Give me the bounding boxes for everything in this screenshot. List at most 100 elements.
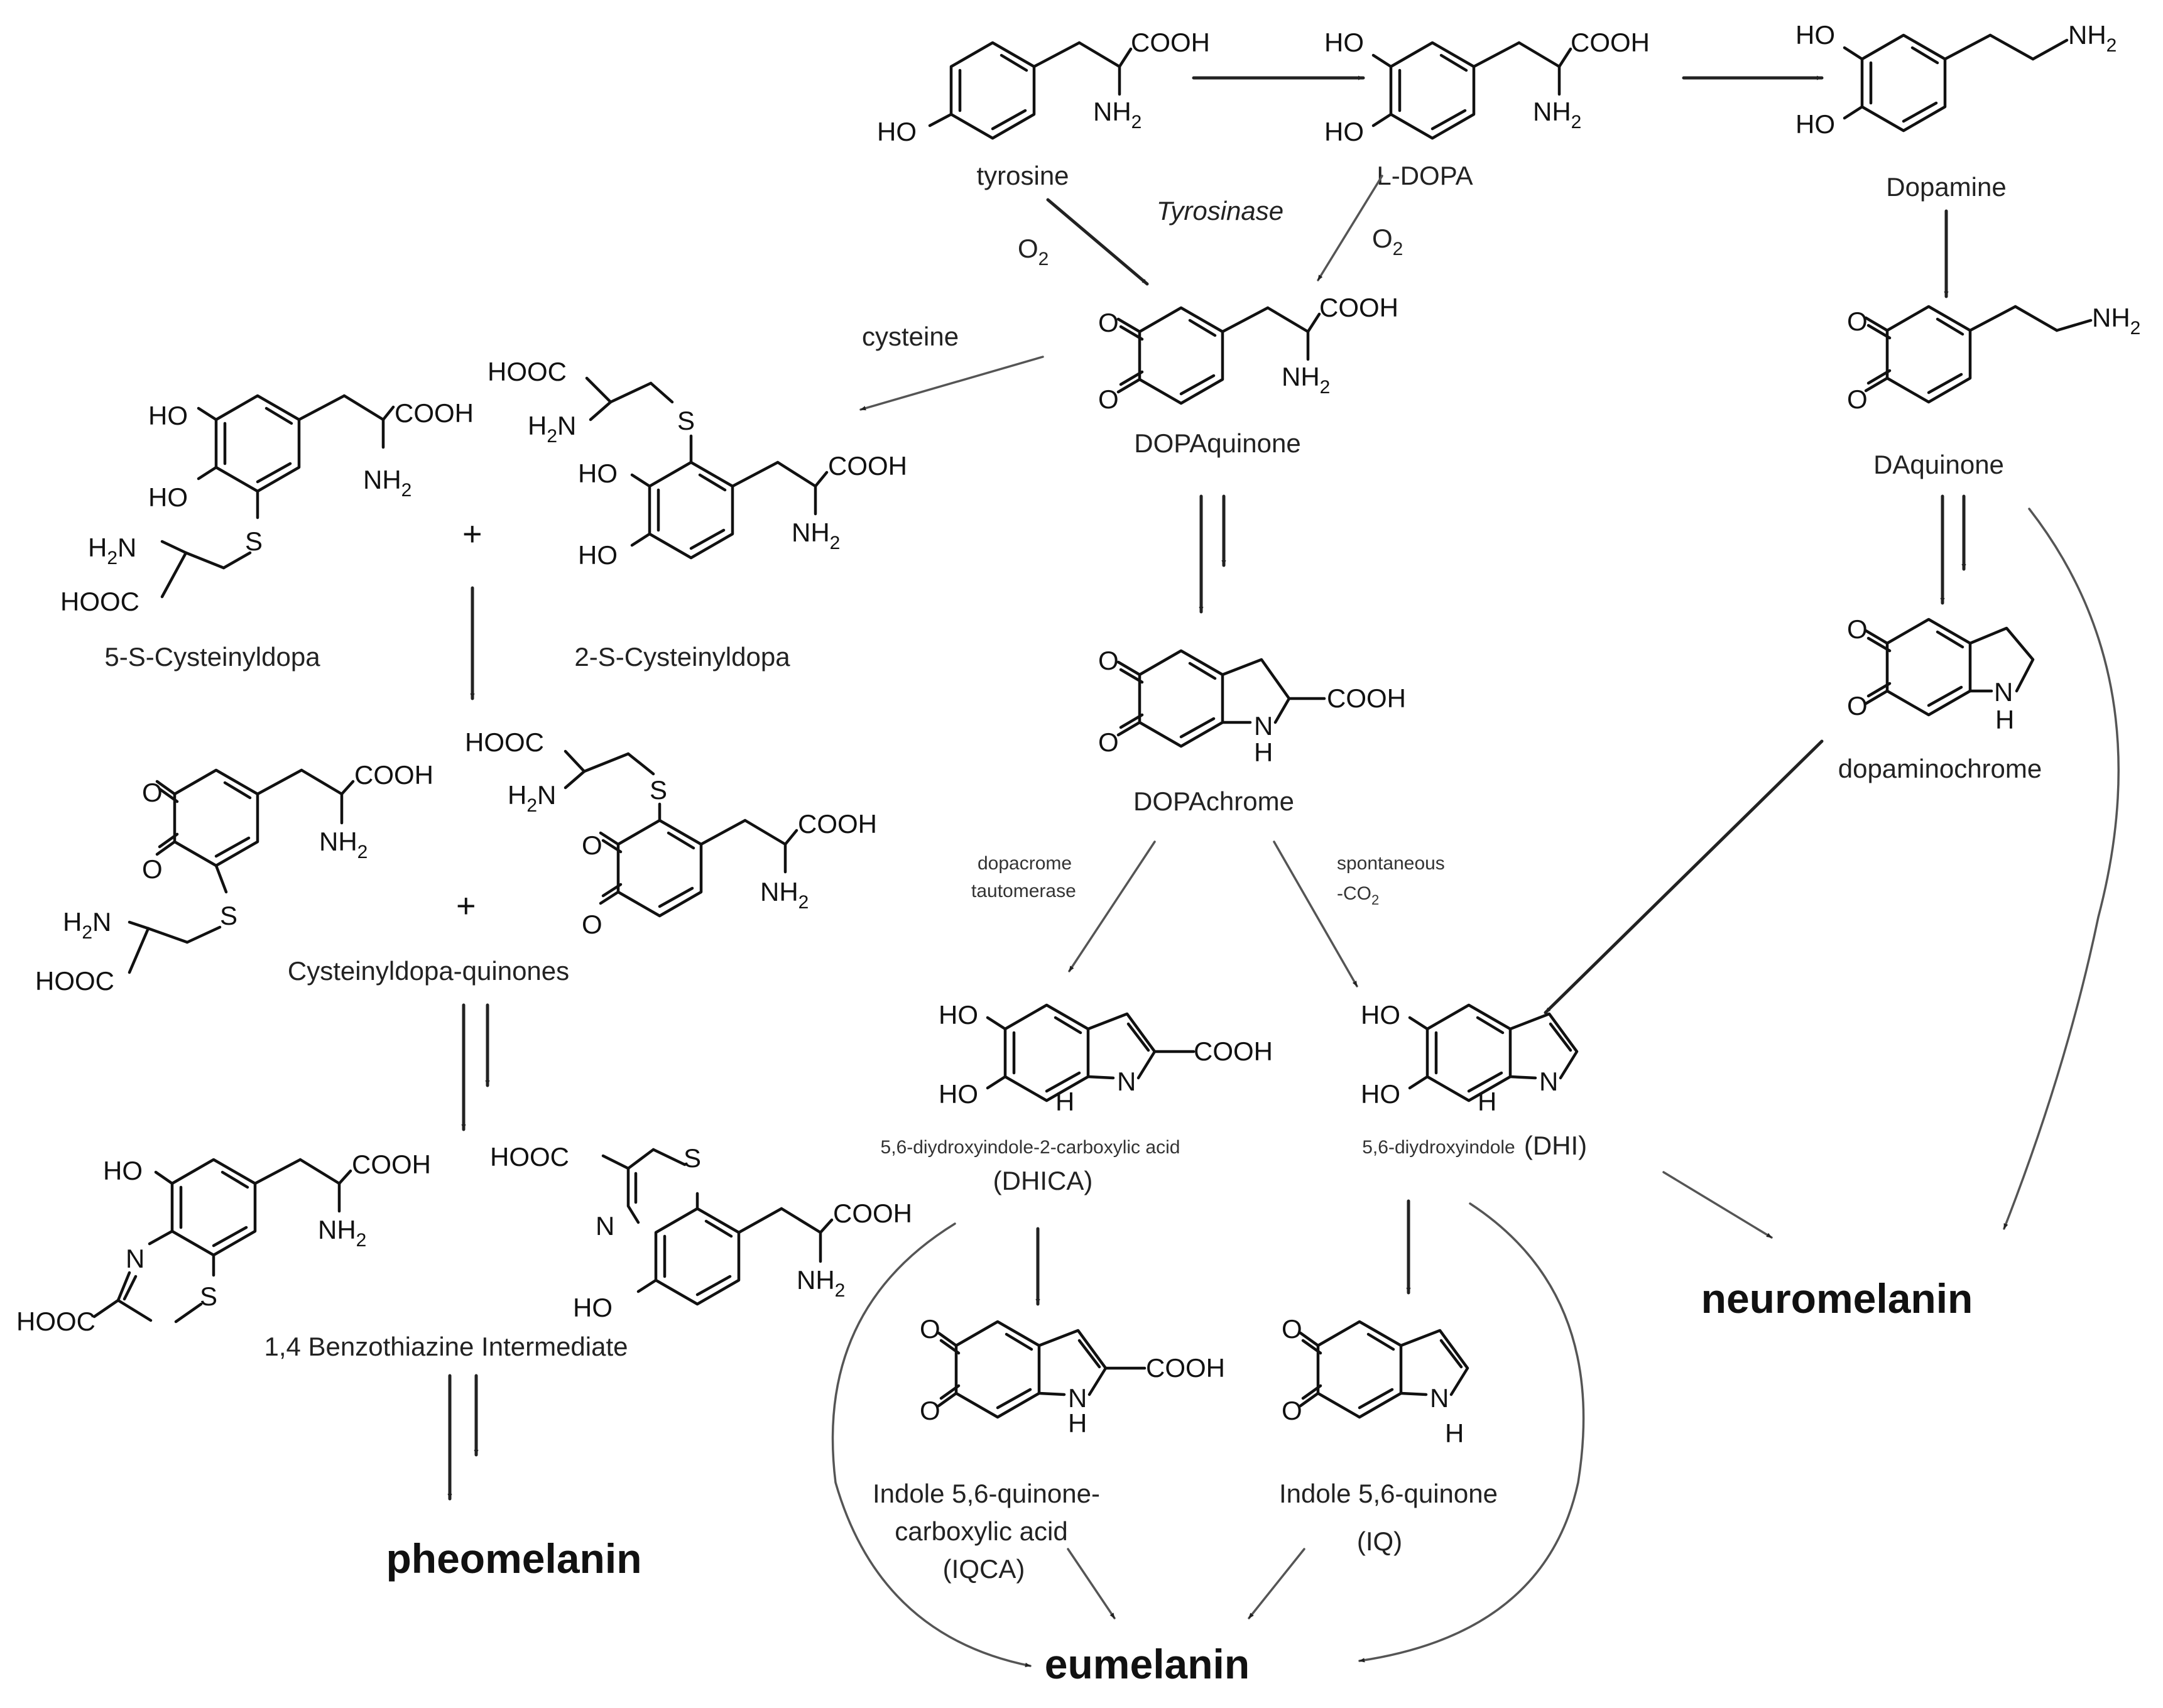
dopaquinone-cooh: COOH [1319,293,1398,322]
cys5-s: S [245,526,263,556]
benzothiazine-2-ho: HO [573,1293,613,1322]
iqca-label-1: Indole 5,6-quinone- [873,1479,1100,1508]
dopaminochrome-label: dopaminochrome [1838,754,2042,783]
cysquinone-5-cooh: COOH [354,760,433,790]
o2-label-right: O2 [1372,224,1403,259]
dhi-label-1: 5,6-diydroxyindole [1362,1137,1515,1158]
cysquinone-2-hooc: HOOC [465,727,544,757]
o2-label-left: O2 [1018,234,1049,269]
iqca-h: H [1068,1408,1087,1438]
cys2-hooc: HOOC [488,357,567,386]
dopachrome-structure: O O COOH N H [1098,646,1406,767]
cysquinone-5-s: S [220,901,237,930]
ldopa-ho-bottom: HO [1324,117,1364,146]
cysquinone-2-structure: O O COOH NH2 S HOOC H2N [465,727,877,939]
cys5-label: 5-S-Cysteinyldopa [104,642,320,672]
iqca-o-top: O [920,1314,940,1344]
iq-h: H [1445,1418,1464,1448]
cysquinone-5-o-bottom: O [142,854,163,884]
cys2-cooh: COOH [828,451,907,481]
dopaquinone-label: DOPAquinone [1134,428,1300,458]
reaction-arrows [447,75,2120,1667]
iq-n: N [1430,1383,1449,1413]
benzothiazine-1-n: N [126,1244,144,1273]
dhica-h: H [1055,1087,1074,1116]
ldopa-structure: COOH NH2 HO HO [1324,28,1650,146]
dopamine-ho-top: HO [1795,20,1835,50]
dopachrome-n: N [1254,711,1273,741]
iq-o-bottom: O [1282,1396,1302,1425]
dopamine-label: Dopamine [1886,172,2006,202]
iqca-label-2: carboxylic acid [895,1516,1067,1546]
pheomelanin-label: pheomelanin [386,1535,641,1582]
iqca-n: N [1068,1383,1087,1413]
dopaminochrome-o-top: O [1847,614,1868,644]
ldopa-cooh: COOH [1571,28,1650,57]
cysquinone-2-s: S [650,775,667,805]
tyrosine-cooh: COOH [1131,28,1210,57]
iqca-o-bottom: O [920,1396,940,1425]
benzothiazine-2-s: S [684,1143,701,1173]
iq-o-top: O [1282,1314,1302,1344]
dopaquinone-o-top: O [1098,308,1119,337]
cys5-hooc: HOOC [60,587,139,616]
dhi-h: H [1478,1087,1496,1116]
cys5-cooh: COOH [395,398,474,428]
tautomerase-label-2: tautomerase [971,881,1076,901]
dhi-label-2: (DHI) [1524,1131,1587,1160]
dopamine-nh2: NH2 [2068,20,2117,56]
dopaquinone-structure: O O COOH NH2 [1098,293,1398,414]
benzothiazine-1-hooc: HOOC [16,1307,95,1336]
benzothiazine-2-cooh: COOH [833,1199,912,1228]
dopaminochrome-o-bottom: O [1847,691,1868,721]
benzothiazine-2-structure: HOOC S N HO COOH NH2 [490,1142,912,1322]
cys5-ho-top: HO [148,401,188,430]
tautomerase-label-1: dopacrome [978,853,1072,874]
eumelanin-label: eumelanin [1045,1641,1250,1687]
dhi-n: N [1539,1067,1558,1096]
cysquinone-5-structure: O O COOH NH2 S H2N HOOC [35,760,433,996]
iq-label-2: (IQ) [1357,1526,1402,1556]
dopaminochrome-h: H [1995,705,2014,734]
benzothiazine-1-ho: HO [103,1156,143,1185]
benzothiazine-1-structure: HO COOH NH2 N S HOOC [16,1150,431,1336]
cysquinone-2-o-bottom: O [582,910,602,939]
dopaquinone-nh2: NH2 [1282,362,1330,398]
iqca-structure: O O COOH N H [920,1314,1225,1438]
benzothiazine-1-nh2: NH2 [318,1215,366,1251]
dhica-label-1: 5,6-diydroxyindole-2-carboxylic acid [881,1137,1180,1158]
dhica-n: N [1117,1067,1136,1096]
spontaneous-label-2: -CO2 [1337,883,1379,908]
dhica-ho-top: HO [939,1000,978,1030]
dopachrome-o-bottom: O [1098,727,1119,757]
daquinone-nh2: NH2 [2092,303,2140,339]
dopaquinone-o-bottom: O [1098,384,1119,414]
cysquinones-label: Cysteinyldopa-quinones [288,956,569,986]
benzothiazine-2-n: N [596,1211,614,1241]
cys2-ho-bottom: HO [578,540,618,570]
cys2-structure: COOH NH2 HO HO S HOOC H2N [488,357,907,570]
dhica-label-2: (DHICA) [993,1166,1093,1195]
cys2-ho-top: HO [578,459,618,488]
daquinone-label: DAquinone [1873,450,2004,479]
dopachrome-o-top: O [1098,646,1119,675]
daquinone-o-top: O [1847,307,1868,336]
benzothiazine-label: 1,4 Benzothiazine Intermediate [264,1332,628,1361]
dhi-ho-bottom: HO [1361,1079,1400,1109]
dopachrome-label: DOPAchrome [1133,786,1294,816]
daquinone-o-bottom: O [1847,384,1868,414]
benzothiazine-1-cooh: COOH [352,1150,431,1179]
cys2-s: S [677,406,695,435]
dopamine-structure: NH2 HO HO [1795,20,2117,139]
dopamine-ho-bottom: HO [1795,109,1835,139]
daquinone-structure: O O NH2 [1847,303,2140,414]
iq-structure: O O N H [1282,1314,1469,1448]
spontaneous-label-1: spontaneous [1337,853,1445,874]
dhi-structure: HO HO N H [1361,1000,1579,1116]
tyrosine-ho: HO [877,117,917,146]
iqca-label-3: (IQCA) [943,1554,1025,1584]
cysquinone-2-cooh: COOH [798,809,877,839]
dhica-ho-bottom: HO [939,1079,978,1109]
cys5-ho-bottom: HO [148,482,188,512]
